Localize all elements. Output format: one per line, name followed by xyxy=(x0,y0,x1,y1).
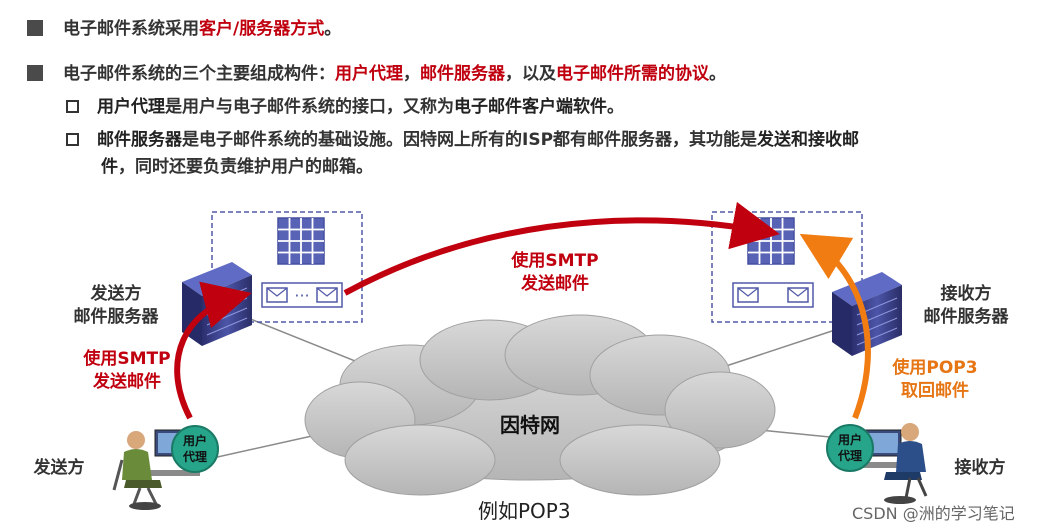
sender-mailbox-grid-icon xyxy=(277,217,325,265)
receiver-server-label: 接收方 邮件服务器 xyxy=(923,284,1009,327)
watermark: CSDN @洲的学习笔记 xyxy=(852,504,1015,523)
sender-label: 发送方 xyxy=(33,458,85,478)
sub-bullet-1: 用户代理是用户与电子邮件系统的接口，又称为电子邮件客户端软件。 xyxy=(66,92,624,117)
bullet-square-icon xyxy=(27,20,43,36)
sender-user-agent-badge: 用户 代理 xyxy=(171,425,219,473)
sender-server-label: 发送方 邮件服务器 xyxy=(73,284,159,327)
receiver-mail-queue-icon xyxy=(732,282,814,308)
receiver-user-agent-badge: 用户 代理 xyxy=(826,424,874,472)
internet-label: 因特网 xyxy=(500,413,560,437)
smtp-client-to-server-arrow xyxy=(174,281,252,420)
smtp-top-label: 使用SMTP 发送邮件 xyxy=(511,251,599,294)
bullet-square-icon xyxy=(27,65,43,81)
sender-queue-dots: ··· xyxy=(294,286,309,305)
sender-server-mailbox-box xyxy=(211,211,363,323)
receiver-person-icon xyxy=(862,423,928,504)
bullet-1: 电子邮件系统采用客户/服务器方式。 xyxy=(27,14,341,39)
smtp-server-to-server-arrow xyxy=(343,201,780,296)
sub-bullet-2: 邮件服务器是电子邮件系统的基础设施。因特网上所有的ISP都有邮件服务器，其功能是… xyxy=(66,125,859,150)
pop3-label: 使用POP3 取回邮件 xyxy=(892,358,978,401)
receiver-label: 接收方 xyxy=(954,458,1006,478)
smtp-left-label: 使用SMTP 发送邮件 xyxy=(83,349,171,392)
receiver-mailbox-grid-icon xyxy=(747,217,795,265)
hollow-square-icon xyxy=(66,133,79,146)
sub-bullet-2-cont: 件，同时还要负责维护用户的邮箱。 xyxy=(101,157,373,177)
internet-cloud xyxy=(304,314,776,496)
receiver-server-icon xyxy=(832,272,902,356)
subtitle-caption: 例如POP3 xyxy=(478,499,571,523)
hollow-square-icon xyxy=(66,100,79,113)
bullet-2: 电子邮件系统的三个主要组成构件：用户代理，邮件服务器，以及电子邮件所需的协议。 xyxy=(27,59,726,84)
pop3-retrieve-arrow xyxy=(799,233,871,420)
sender-mail-queue-icon xyxy=(261,282,343,308)
receiver-server-mailbox-box xyxy=(711,211,863,323)
